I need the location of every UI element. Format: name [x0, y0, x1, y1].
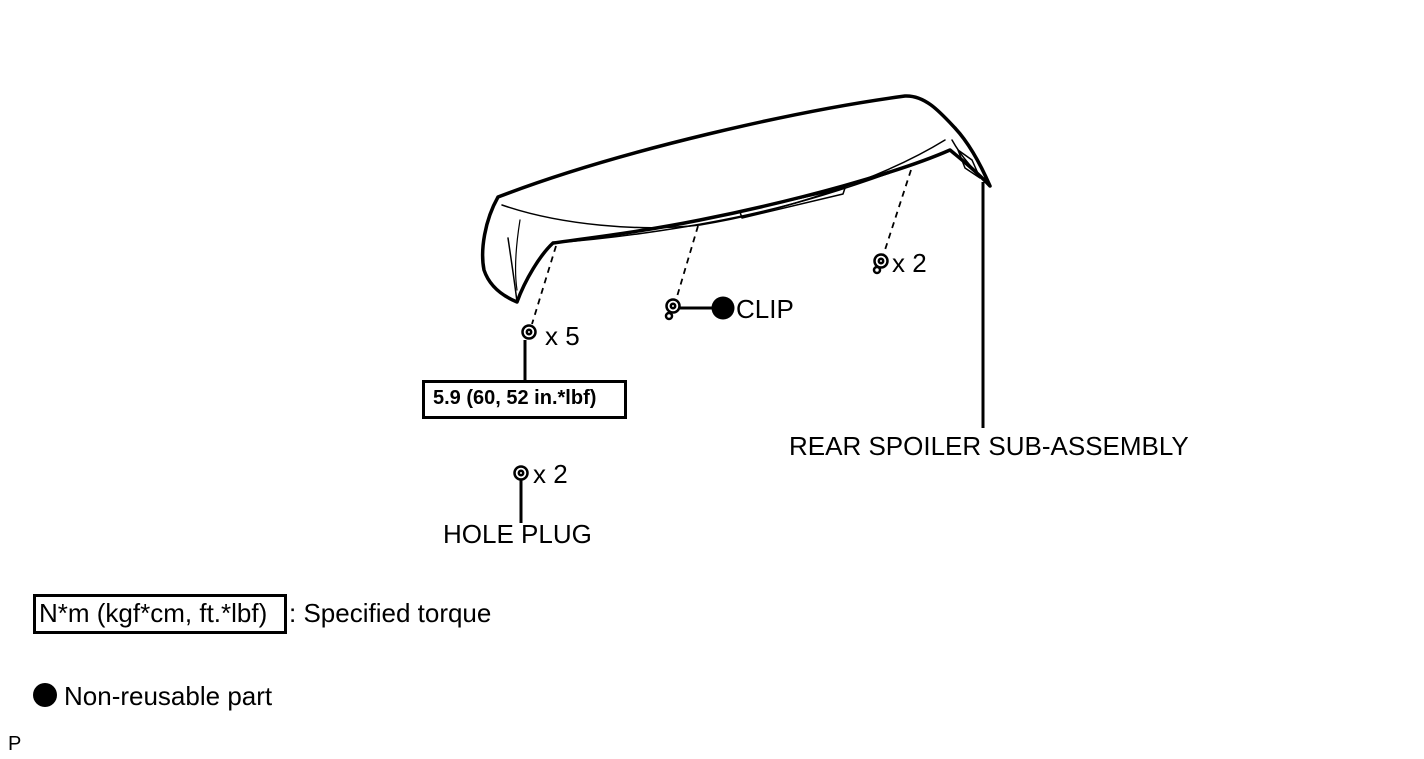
torque-spec-box: [422, 380, 627, 419]
figure-code: P: [8, 733, 22, 755]
nonreusable-legend-desc: Non-reusable part: [64, 681, 273, 711]
nonreusable-dot-clip: [711, 296, 735, 320]
rear-spoiler-illustration: [480, 94, 992, 304]
dashed-leaders: [531, 169, 912, 325]
hole-plug-icon: [513, 465, 529, 481]
part-name-label: REAR SPOILER SUB-ASSEMBLY: [789, 431, 1189, 461]
nut-icon-right: [872, 253, 889, 275]
solid-leaders: [519, 182, 985, 523]
torque-legend-units: N*m (kgf*cm, ft.*lbf): [39, 598, 268, 628]
torque-legend-desc: : Specified torque: [289, 598, 492, 628]
nut-icon-left: [521, 324, 537, 340]
nut-count-right: x 2: [892, 248, 927, 278]
nut-count-left: x 5: [545, 321, 580, 351]
clip-icon: [664, 298, 681, 321]
torque-legend-box: [33, 594, 287, 634]
hole-plug-label: HOLE PLUG: [443, 519, 592, 549]
clip-label: CLIP: [736, 294, 794, 324]
torque-value: 5.9 (60, 52 in.*lbf): [433, 387, 597, 409]
plug-count: x 2: [533, 459, 568, 489]
nonreusable-dot-legend: [33, 683, 57, 707]
